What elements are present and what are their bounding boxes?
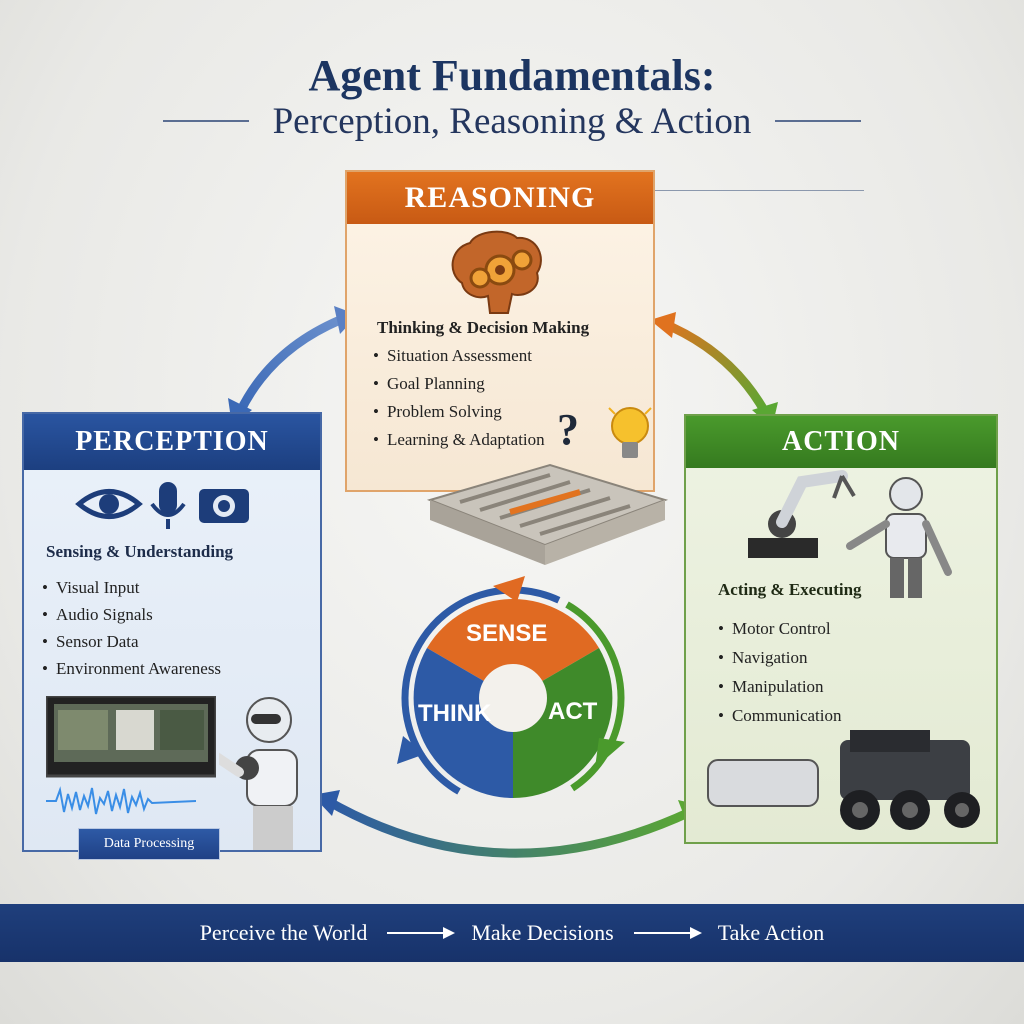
subtitle-rule-left — [162, 120, 249, 122]
step-perceive: Perceive the World — [199, 920, 368, 945]
list-item: Goal Planning — [373, 370, 545, 398]
think-label: THINK — [418, 700, 492, 727]
arrow-perception-reasoning — [235, 315, 342, 414]
action-subhead: Acting & Executing — [718, 580, 862, 599]
brain-gears-icon — [451, 230, 542, 314]
reasoning-panel: REASONING Thinking & Decision Making Sit… — [345, 170, 655, 492]
list-item: Manipulation — [718, 672, 842, 701]
divider-line — [654, 190, 864, 191]
camera-icon — [199, 489, 249, 523]
microphone-icon — [150, 482, 186, 529]
action-list: Motor Control Navigation Manipulation Co… — [718, 614, 842, 730]
arrow-reasoning-action — [658, 317, 769, 415]
arrow-action-perception — [323, 796, 692, 858]
page-title: Agent Fundamentals: — [308, 51, 716, 100]
step-act: Take Action — [717, 920, 825, 945]
humanoid-robot-icon — [846, 477, 952, 598]
list-item: Sensor Data — [42, 628, 221, 655]
soundwave-icon — [46, 786, 196, 815]
list-item: Motor Control — [718, 614, 842, 643]
sensor-icons — [75, 482, 249, 529]
list-item: Audio Signals — [42, 601, 221, 628]
sense-think-act-cycle — [397, 576, 625, 808]
arrowhead-orange — [650, 312, 676, 338]
monitor-icon — [46, 696, 216, 778]
maze-icon — [426, 463, 669, 565]
question-mark: ? — [557, 405, 579, 454]
sense-segment — [427, 599, 599, 698]
action-header: ACTION — [686, 416, 996, 468]
reasoning-subhead: Thinking & Decision Making — [377, 318, 590, 337]
sense-label: SENSE — [466, 620, 548, 647]
rover-icon — [707, 730, 980, 830]
perception-subhead: Sensing & Understanding — [46, 542, 234, 561]
lightbulb-icon — [608, 407, 652, 458]
arrow-right-icon — [633, 927, 702, 939]
act-label: ACT — [548, 698, 598, 725]
list-item: Situation Assessment — [373, 342, 545, 370]
bottom-flow-bar: Perceive the World Make Decisions Take A… — [0, 904, 1024, 962]
perception-panel: PERCEPTION Sensing & Understanding Visua… — [22, 412, 322, 852]
list-item: Communication — [718, 701, 842, 730]
page-subtitle: Perception, Reasoning & Action — [272, 100, 752, 142]
perception-list: Visual Input Audio Signals Sensor Data E… — [42, 574, 221, 682]
reasoning-list: Situation Assessment Goal Planning Probl… — [373, 342, 545, 454]
list-item: Problem Solving — [373, 398, 545, 426]
arrow-right-icon — [387, 927, 456, 939]
reasoning-header: REASONING — [347, 172, 653, 224]
perception-header: PERCEPTION — [24, 414, 320, 470]
step-decide: Make Decisions — [471, 920, 614, 945]
subtitle-rule-right — [775, 120, 862, 122]
list-item: Navigation — [718, 643, 842, 672]
list-item: Environment Awareness — [42, 655, 221, 682]
humanoid-robot-icon — [219, 697, 298, 850]
data-processing-badge: Data Processing — [78, 828, 220, 860]
robot-arm-icon — [748, 470, 856, 558]
list-item: Learning & Adaptation — [373, 426, 545, 454]
eye-icon — [75, 489, 143, 519]
list-item: Visual Input — [42, 574, 221, 601]
subtitle-row: Perception, Reasoning & Action — [0, 98, 1024, 144]
